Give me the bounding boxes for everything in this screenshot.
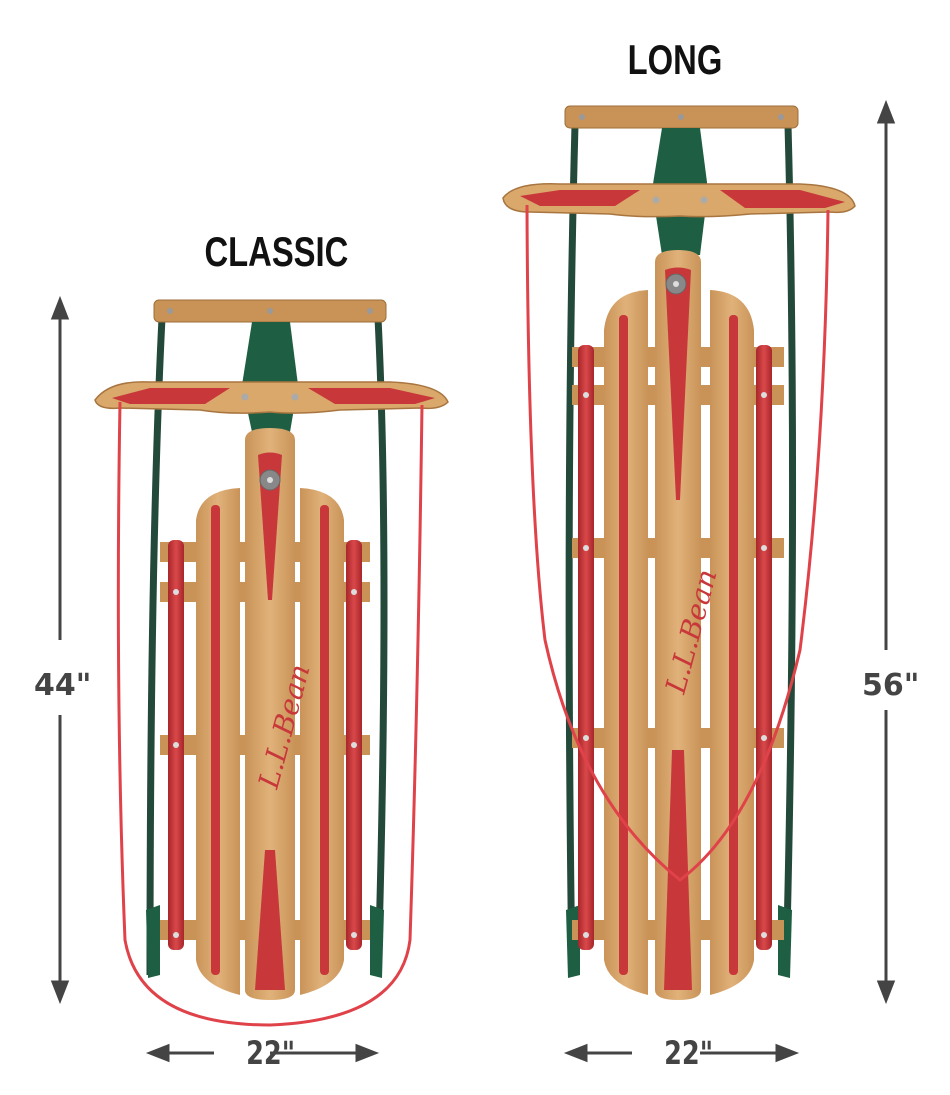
classic-height-label: 44": [34, 668, 92, 703]
classic-height-arrow: [50, 295, 70, 1005]
long-width-arrow: [563, 1043, 800, 1063]
long-height-arrow: [876, 99, 896, 1005]
long-title: LONG: [627, 36, 723, 83]
long-height-label: 56": [862, 668, 920, 703]
classic-sled: L.L.Bean: [94, 299, 449, 1027]
long-sled: L.L.Bean: [502, 105, 856, 1000]
classic-width-arrow: [145, 1043, 380, 1063]
